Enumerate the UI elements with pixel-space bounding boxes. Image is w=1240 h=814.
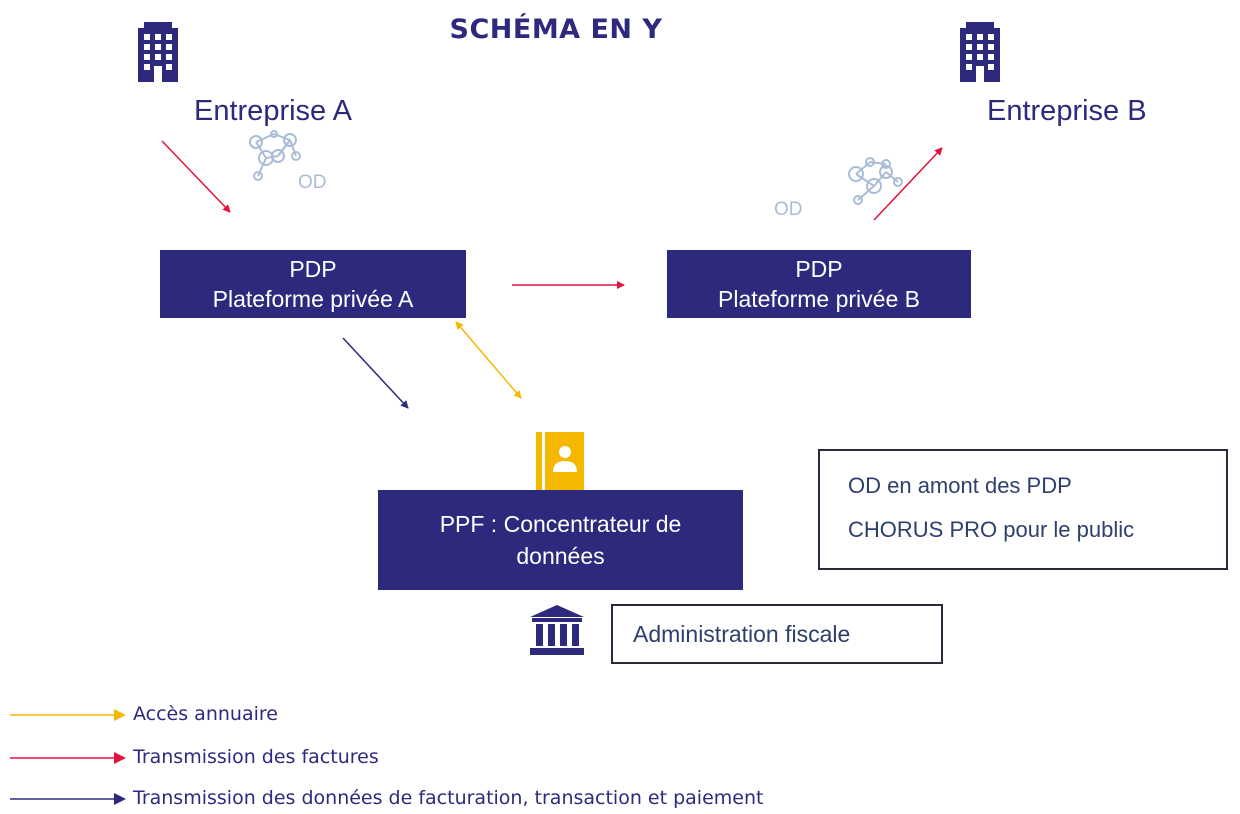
info-line-chorus: CHORUS PRO pour le public (848, 517, 1135, 542)
info-box: OD en amont des PDP CHORUS PRO pour le p… (818, 449, 1228, 570)
od-label-b: OD (774, 199, 803, 220)
address-book-icon (536, 432, 584, 490)
network-a-icon (249, 130, 301, 181)
diagram-title: SCHÉMA EN Y (449, 14, 663, 45)
platform-b-line2: Plateforme privée B (718, 286, 920, 312)
building-b-icon (960, 22, 1000, 82)
arrow-annuaire-bidirectional (455, 321, 522, 399)
platform-b-line1: PDP (795, 256, 843, 282)
legend-label-annuaire: Accès annuaire (133, 703, 278, 725)
legend-label-factures: Transmission des factures (133, 746, 379, 768)
arrow-pdp-b-to-entreprise-b (873, 147, 943, 221)
ppf-box: PPF : Concentrateur de données (378, 490, 743, 590)
info-line-od: OD en amont des PDP (848, 473, 1072, 498)
platform-b-box: PDP Plateforme privée B (667, 250, 971, 318)
ppf-line1: PPF : Concentrateur de (439, 511, 682, 537)
od-label-a: OD (298, 172, 327, 193)
platform-a-line1: PDP (289, 256, 337, 282)
company-a-label: Entreprise A (194, 95, 352, 127)
company-b-label: Entreprise B (987, 95, 1147, 127)
arrow-pdp-a-to-ppf (342, 337, 409, 409)
legend-label-donnees: Transmission des données de facturation,… (133, 787, 764, 809)
building-a-icon (138, 22, 178, 82)
administration-label: Administration fiscale (633, 620, 851, 647)
administration-box: Administration fiscale (611, 604, 943, 664)
arrow-entreprise-a-to-pdp-a (161, 140, 231, 213)
platform-a-box: PDP Plateforme privée A (160, 250, 466, 318)
platform-a-line2: Plateforme privée A (212, 286, 414, 312)
government-building-icon (530, 605, 584, 655)
network-b-icon (848, 157, 903, 205)
ppf-line2: données (516, 543, 605, 569)
